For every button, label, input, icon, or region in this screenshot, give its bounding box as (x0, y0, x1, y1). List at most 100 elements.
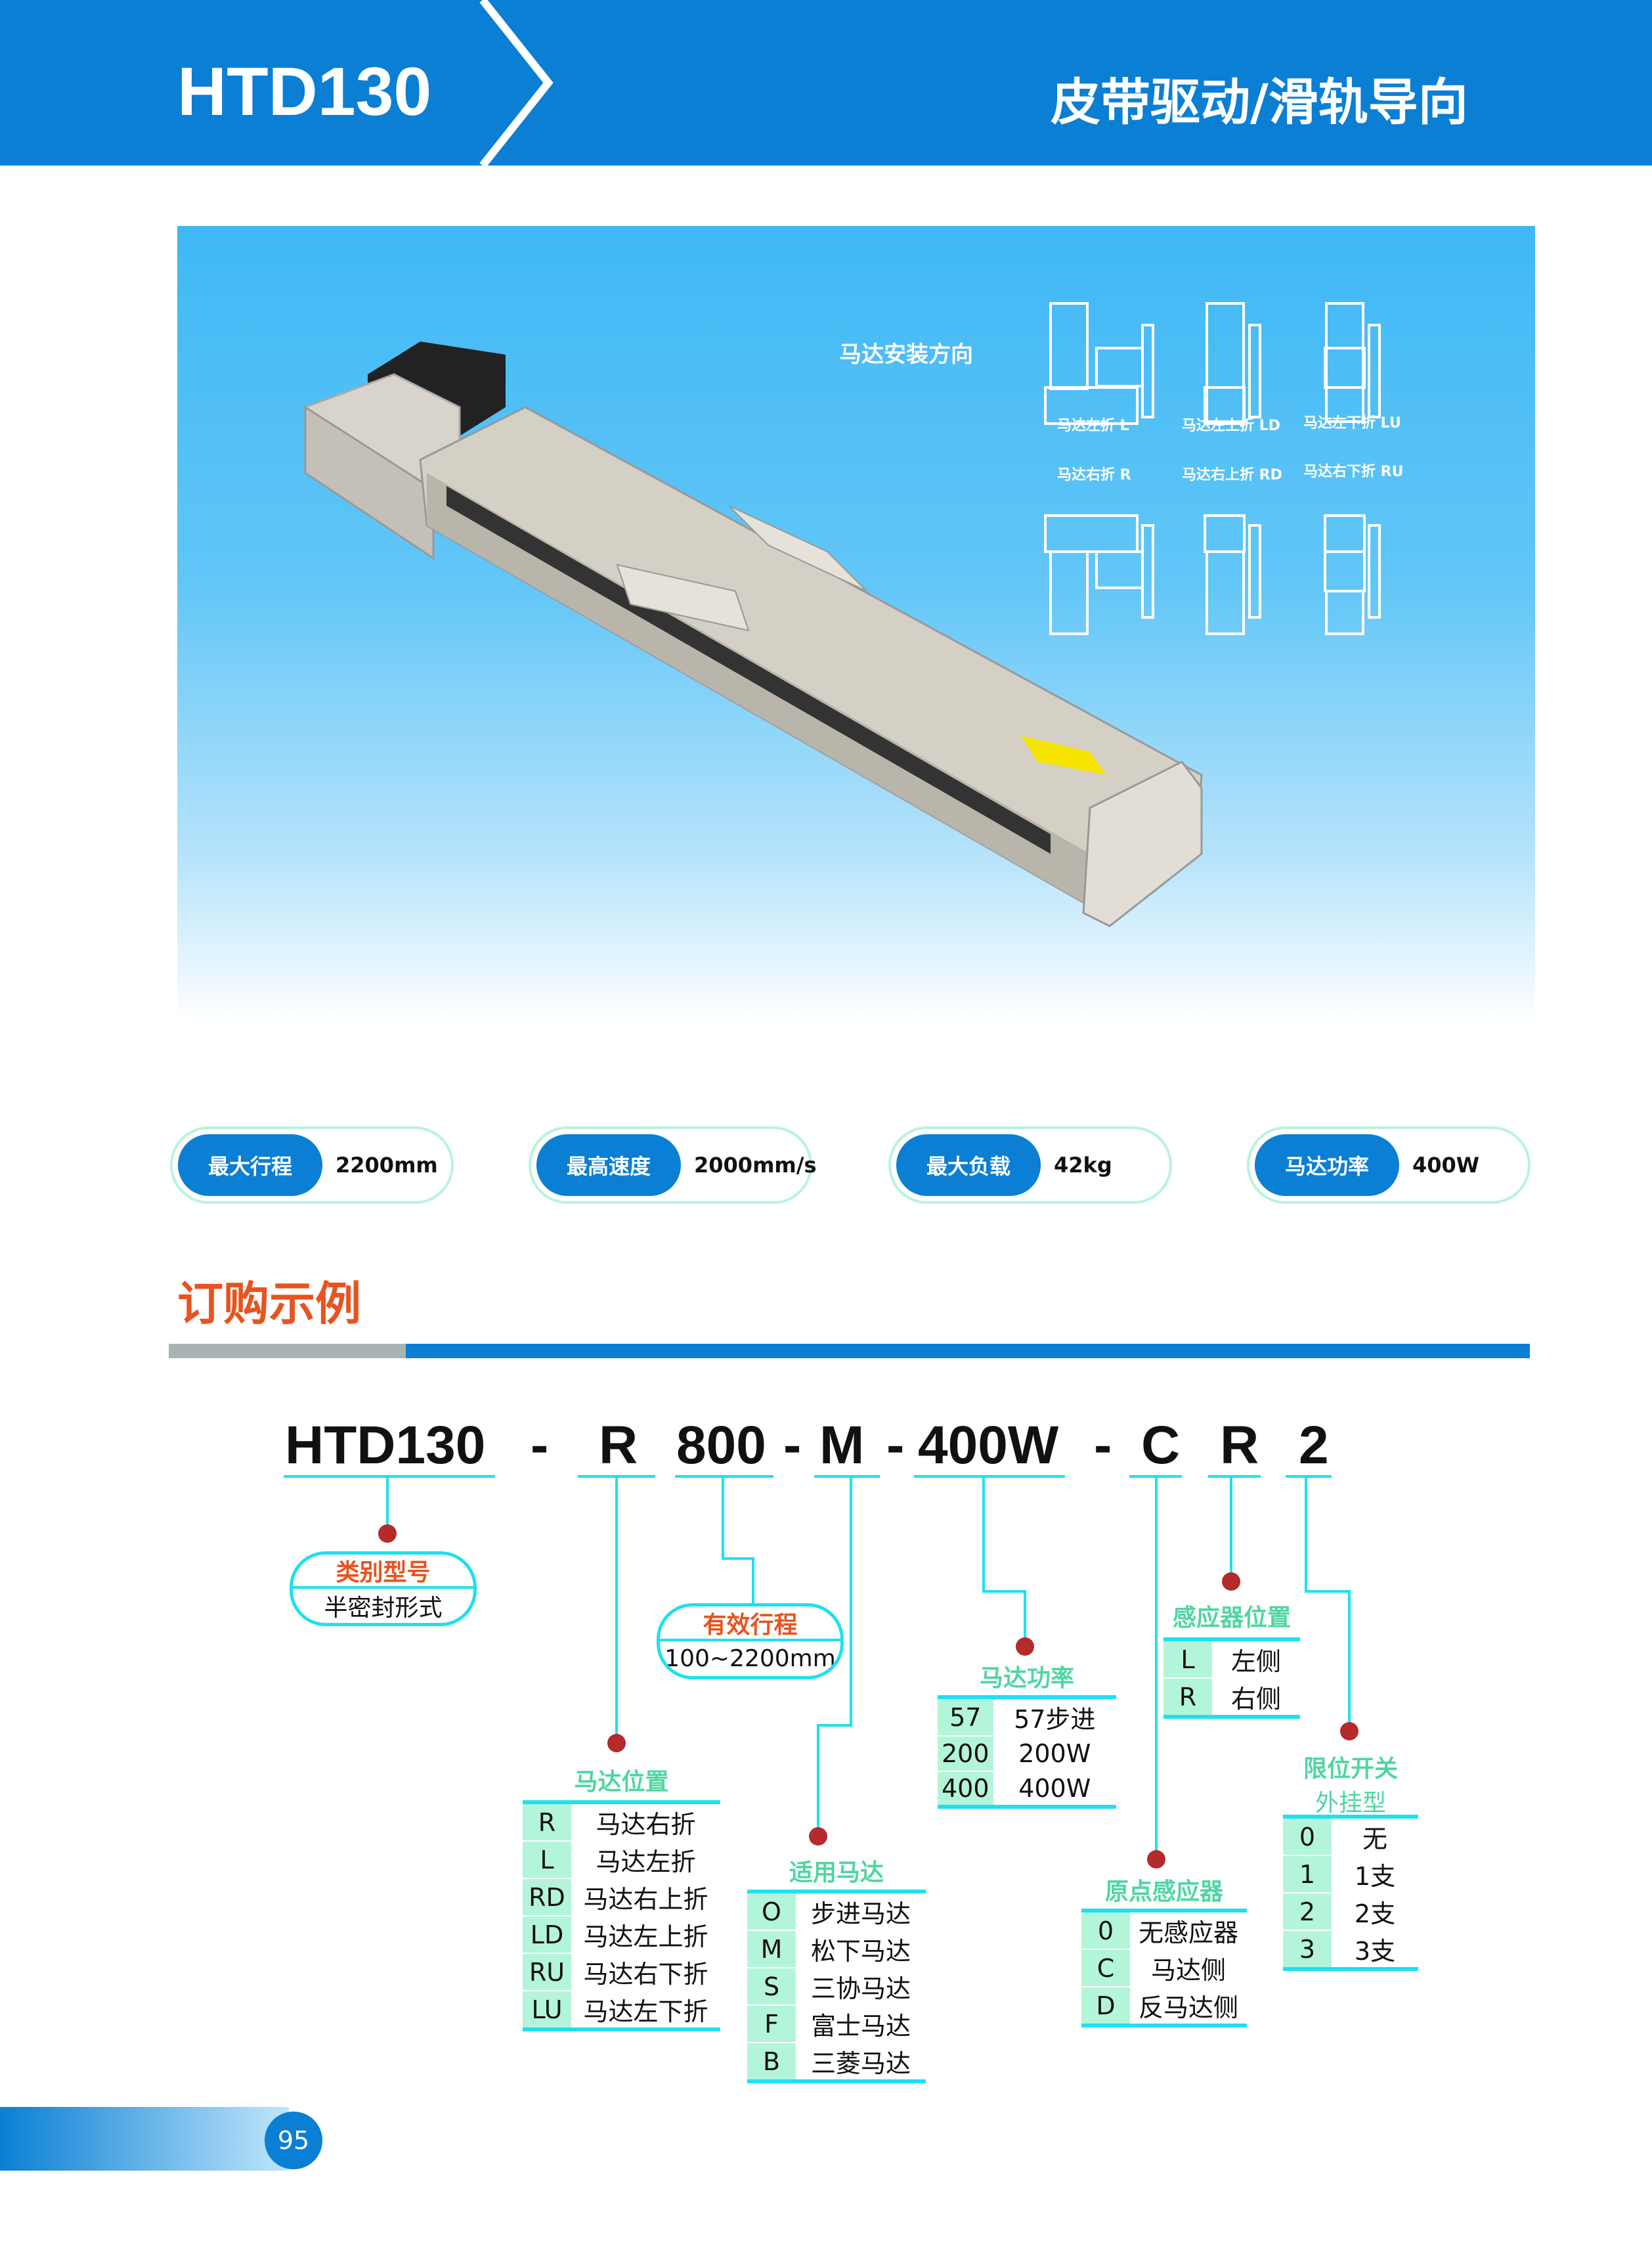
option-description: 200W (993, 1736, 1116, 1772)
motor-type-title: 适用马达 (789, 1859, 884, 1886)
option-code: 2 (1283, 1893, 1332, 1931)
motor-power-title: 马达功率 (979, 1665, 1074, 1692)
option-code: M (747, 1930, 796, 1968)
option-code: LU (523, 1991, 571, 2030)
option-code: R (523, 1802, 571, 1842)
stroke-box: 有效行程 100~2200mm (657, 1603, 844, 1679)
spec-max-load: 最大负载 42kg (888, 1126, 1172, 1204)
code-motor-power: 400W (918, 1415, 1059, 1475)
option-description: 马达右折 (571, 1802, 720, 1842)
footer-bar (0, 2107, 289, 2171)
spec-max-stroke: 最大行程 2200mm (170, 1126, 454, 1204)
diagram-LU-icon (1324, 302, 1381, 423)
option-code: RU (523, 1953, 571, 1991)
option-description: 三协马达 (796, 1968, 926, 2006)
stroke-value: 100~2200mm (664, 1645, 836, 1672)
mount-diagrams (1044, 302, 1381, 635)
spec-key: 最大行程 (178, 1134, 322, 1196)
diagram-L-icon (1044, 302, 1154, 425)
option-code: L (1163, 1639, 1212, 1679)
option-description: 马达右下折 (571, 1953, 720, 1991)
option-code: 3 (1283, 1930, 1332, 1970)
option-code: S (747, 1968, 796, 2006)
spec-key: 马达功率 (1255, 1134, 1399, 1196)
option-code: 0 (1081, 1911, 1130, 1950)
code-model: HTD130 (285, 1415, 486, 1475)
diagram-label: 马达右折 R (1057, 467, 1131, 483)
option-description: 富士马达 (796, 2005, 926, 2043)
order-example-title: 订购示例 (177, 1277, 361, 1331)
code-underline (1129, 1475, 1182, 1478)
diagram-R-icon (1044, 514, 1154, 635)
code-dash: - (1094, 1415, 1112, 1475)
origin-sensor-title: 原点感应器 (1104, 1878, 1223, 1905)
code-underline (914, 1475, 1065, 1478)
spec-value: 42kg (1054, 1153, 1112, 1178)
model-title: HTD130 (177, 54, 432, 130)
option-code: R (1163, 1678, 1212, 1717)
diagram-label: 马达左下折 LU (1303, 415, 1401, 432)
spec-value: 2200mm (336, 1153, 438, 1178)
stroke-title: 有效行程 (660, 1606, 840, 1641)
spec-key: 最大负载 (896, 1134, 1041, 1196)
code-dash: - (886, 1415, 905, 1475)
code-underline (1208, 1475, 1261, 1478)
option-code: B (747, 2043, 796, 2082)
option-description: 马达左上折 (571, 1916, 720, 1954)
code-motor-position: R (599, 1415, 638, 1475)
option-description: 左侧 (1212, 1639, 1300, 1679)
header-chevron (479, 0, 554, 168)
option-code: L (523, 1841, 571, 1879)
option-description: 57步进 (993, 1697, 1116, 1737)
type-box: 类别型号半密封形式 (290, 1551, 477, 1626)
code-underline (578, 1475, 655, 1478)
option-code: D (1081, 1987, 1130, 2026)
diagram-label: 马达左上折 LD (1182, 418, 1280, 434)
option-description: 右侧 (1212, 1678, 1300, 1717)
diagram-RD-icon (1204, 514, 1261, 635)
option-description: 马达左折 (571, 1841, 720, 1879)
divider-gray (169, 1344, 406, 1358)
option-code: C (1081, 1949, 1130, 1987)
sensor-position-title: 感应器位置 (1172, 1605, 1291, 1631)
limit-switch-subtitle: 外挂型 (1315, 1790, 1386, 1817)
spec-key: 最高速度 (536, 1134, 681, 1196)
code-underline (284, 1475, 495, 1478)
option-description: 马达右上折 (571, 1878, 720, 1916)
option-description: 反马达侧 (1130, 1987, 1247, 2026)
page-number: 95 (265, 2112, 322, 2169)
option-description: 2支 (1332, 1893, 1418, 1931)
option-code: 1 (1283, 1855, 1332, 1893)
option-description: 无感应器 (1130, 1911, 1247, 1950)
option-description: 马达侧 (1130, 1949, 1247, 1987)
code-motor-type: M (819, 1415, 865, 1475)
option-code: RD (523, 1878, 571, 1916)
diagram-label: 马达右上折 RD (1182, 467, 1282, 483)
